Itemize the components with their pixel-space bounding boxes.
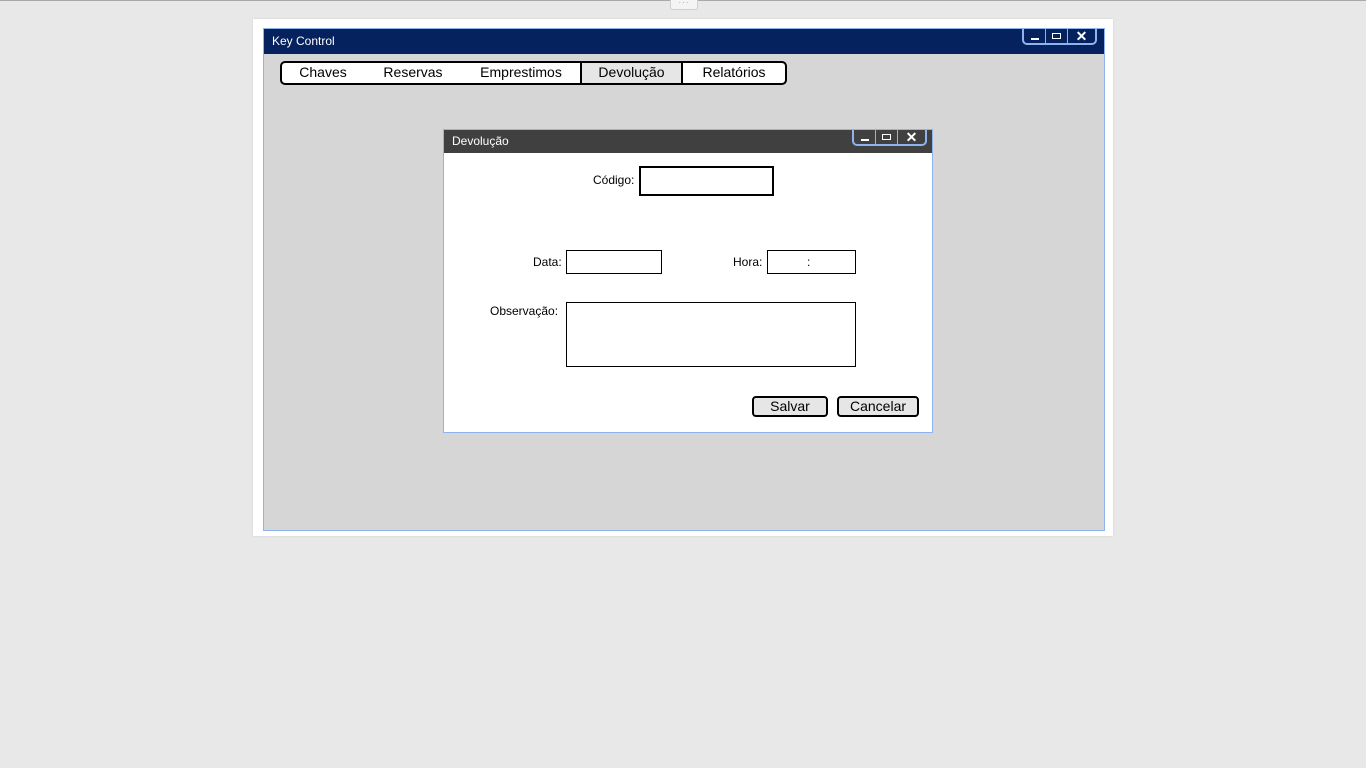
devolucao-dialog: Devolução ✕ Código: Data: Hora: : Observ… [443, 129, 933, 433]
maximize-icon[interactable] [875, 129, 897, 144]
main-titlebar: Key Control ✕ [264, 28, 1104, 54]
tab-relatorios[interactable]: Relatórios [702, 64, 766, 80]
tab-emprestimos[interactable]: Emprestimos [480, 64, 562, 80]
codigo-input[interactable] [639, 166, 774, 196]
cancel-button[interactable]: Cancelar [837, 396, 919, 417]
tab-bar: Chaves Reservas Emprestimos Devolução Re… [280, 61, 787, 85]
app-title: Key Control [272, 34, 335, 48]
dialog-titlebar: Devolução ✕ [444, 129, 932, 153]
minimize-icon[interactable] [1024, 28, 1045, 43]
tab-reservas[interactable]: Reservas [383, 64, 443, 80]
observacao-textarea[interactable] [566, 302, 856, 367]
close-icon[interactable]: ✕ [897, 129, 925, 144]
data-input[interactable] [566, 250, 662, 274]
maximize-icon[interactable] [1045, 28, 1067, 43]
codigo-label: Código: [593, 173, 635, 187]
observacao-label: Observação: [490, 304, 559, 318]
save-button[interactable]: Salvar [752, 396, 828, 417]
tab-devolucao[interactable]: Devolução [580, 63, 683, 83]
close-icon[interactable]: ✕ [1067, 28, 1095, 43]
tab-chaves[interactable]: Chaves [299, 64, 347, 80]
hora-label: Hora: [733, 255, 763, 269]
data-label: Data: [533, 255, 562, 269]
minimize-icon[interactable] [854, 129, 875, 144]
dialog-title: Devolução [452, 134, 509, 148]
main-window-controls: ✕ [1022, 28, 1097, 45]
dialog-window-controls: ✕ [852, 129, 927, 146]
main-window: Key Control ✕ Chaves Reservas Emprestimo… [263, 28, 1105, 531]
hora-separator: : [807, 255, 811, 269]
hora-input[interactable]: : [767, 250, 856, 274]
drag-handle-icon[interactable]: ··· [670, 0, 698, 10]
